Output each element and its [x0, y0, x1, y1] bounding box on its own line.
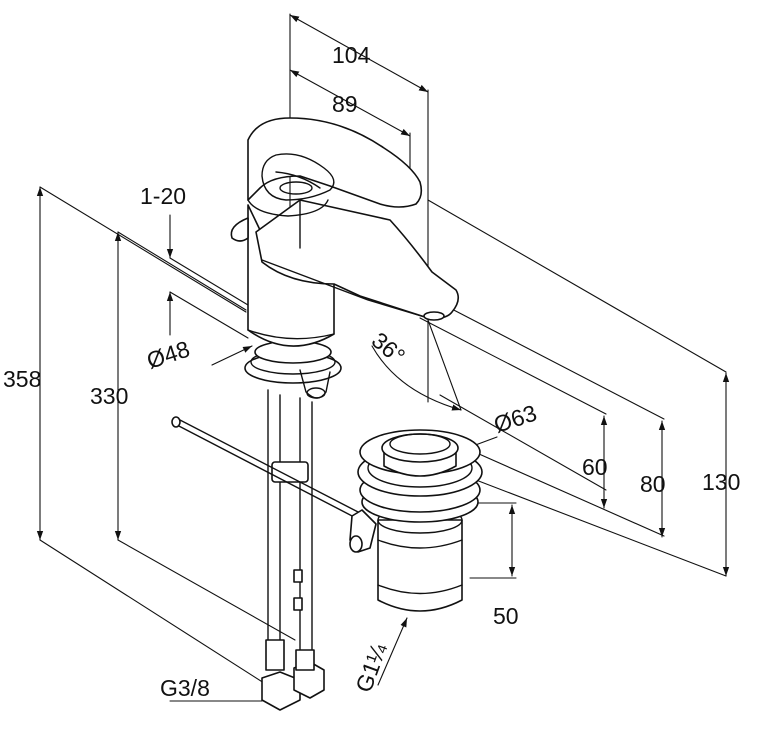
dimension-lines [36, 13, 730, 702]
waste-valve [349, 429, 483, 612]
dim-80-label: 80 [640, 471, 666, 497]
dim-diameter-63-label: Ø63 [491, 400, 540, 438]
dim-1-20-label: 1-20 [140, 183, 186, 209]
supply-hoses [261, 389, 325, 711]
dim-130-label: 130 [702, 469, 740, 495]
dim-358-label: 358 [3, 366, 41, 392]
dim-60-label: 60 [582, 454, 608, 480]
pop-up-rod [171, 416, 361, 519]
dim-angle-36-label: 36° [367, 327, 410, 369]
dim-104-label: 104 [332, 42, 371, 68]
dim-330-label: 330 [90, 383, 128, 409]
dim-diameter-48-label: Ø48 [144, 336, 193, 374]
dim-g3-8-label: G3/8 [160, 675, 210, 701]
dim-50-label: 50 [493, 603, 519, 629]
dim-89-label: 89 [332, 91, 358, 117]
faucet-body [230, 117, 460, 399]
